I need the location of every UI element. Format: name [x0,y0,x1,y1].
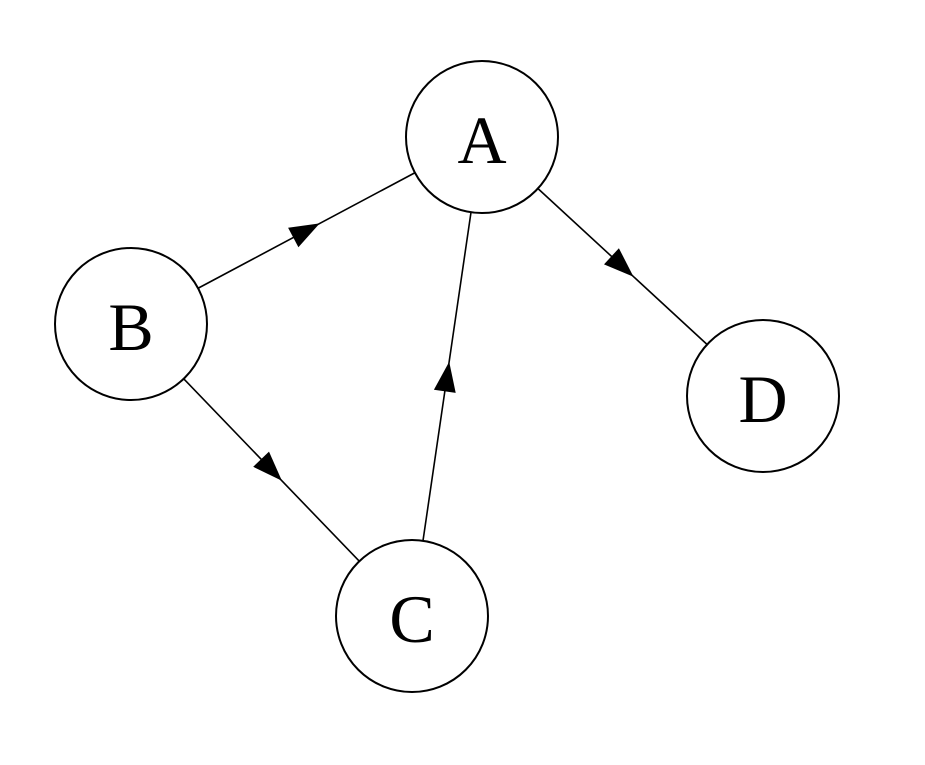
node-c-label: C [389,581,434,657]
node-a: A [405,60,559,214]
node-b-label: B [108,289,153,365]
node-a-label: A [457,102,506,178]
edge-a-to-d-arrowhead [604,248,634,277]
node-c: C [335,539,489,693]
node-d-label: D [738,361,787,437]
edge-b-to-a-arrowhead [288,223,320,248]
node-b: B [54,247,208,401]
node-d-circle [686,319,840,473]
edges-layer [183,172,708,562]
node-c-circle [335,539,489,693]
node-b-circle [54,247,208,401]
edge-b-to-c-arrowhead [253,451,282,481]
edge-c-to-a-arrowhead [433,361,456,393]
node-d: D [686,319,840,473]
node-a-circle [405,60,559,214]
nodes-layer: A B C D [54,60,840,693]
